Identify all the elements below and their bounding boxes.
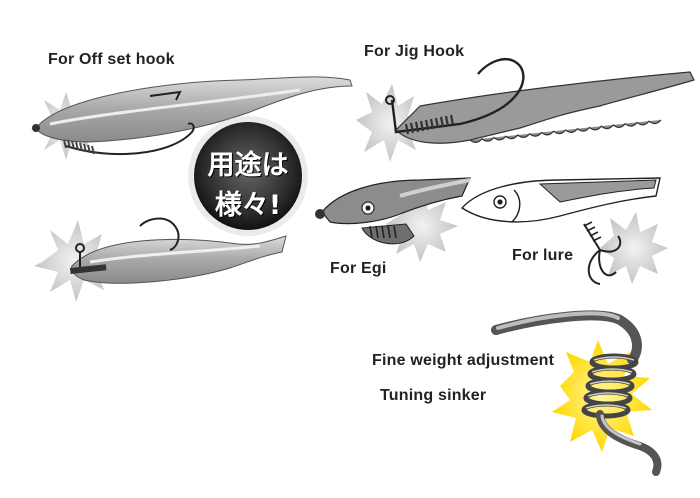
- sinker-tail-highlight: [600, 414, 642, 446]
- egi-lure: [315, 177, 471, 262]
- spark-burst: [356, 84, 426, 162]
- badge-line-2: 様々!: [214, 190, 282, 221]
- lure-gill: [511, 189, 521, 223]
- hook-eye-icon: [75, 243, 85, 253]
- yellow-burst: [552, 340, 652, 452]
- label-egi: For Egi: [330, 260, 387, 277]
- label-fine-weight: Fine weight adjustment: [372, 352, 555, 369]
- sinker-wire-highlight: [496, 311, 620, 330]
- egi-eyelet-icon: [315, 209, 325, 219]
- spark-burst: [600, 212, 668, 284]
- egi-sinker: [361, 223, 415, 245]
- lure-pupil-icon: [497, 199, 503, 205]
- sinker-coil-icon: [404, 114, 455, 135]
- sinker-tail-wire: [596, 410, 662, 476]
- worm-stripe: [49, 88, 301, 126]
- hook-eye-icon: [385, 95, 395, 105]
- worm-body: [395, 71, 695, 144]
- usage-badge: [188, 116, 308, 236]
- egi-fin: [399, 178, 471, 198]
- badge-line-1: 用途は: [207, 150, 289, 181]
- label-lure: For lure: [512, 247, 574, 264]
- minnow-lure: [460, 177, 668, 285]
- label-tuning-sinker: Tuning sinker: [380, 387, 487, 404]
- egi-pupil-icon: [365, 205, 371, 211]
- label-jig-hook: For Jig Hook: [364, 43, 465, 60]
- worm-stripe: [89, 244, 261, 264]
- jig-hook-icon: [390, 58, 525, 134]
- offset-hook-worm: [30, 76, 353, 160]
- sinker-bar-icon: [70, 264, 107, 274]
- lure-coil-icon: [583, 221, 602, 242]
- lure-back-stripe: [538, 179, 657, 203]
- egi-coil-icon: [369, 225, 397, 239]
- sinker-coil-highlight: [585, 356, 635, 409]
- shad-worm: [34, 217, 287, 302]
- jig-hook-worm: [356, 58, 695, 162]
- sinker-coil-icon: [581, 353, 639, 419]
- label-offset-hook: For Off set hook: [48, 51, 175, 68]
- hook-icon: [65, 122, 195, 155]
- worm-body: [35, 76, 353, 143]
- worm-belly-ribs: [469, 119, 662, 143]
- sinker-coil-icon: [63, 139, 95, 155]
- hook-barb-icon: [149, 90, 182, 101]
- treble-hook-icon: [583, 223, 622, 285]
- hook-eye-icon: [32, 124, 40, 132]
- badge-circle: [194, 122, 302, 230]
- tuning-sinker: [491, 310, 662, 476]
